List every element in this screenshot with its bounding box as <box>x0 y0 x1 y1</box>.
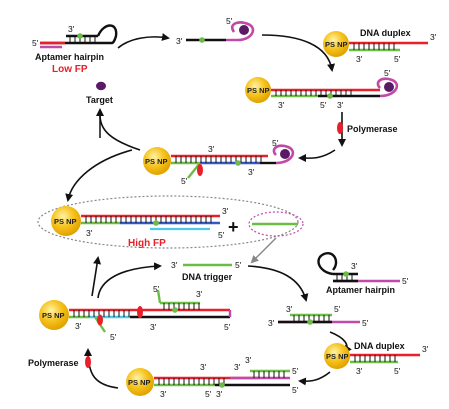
label-5prime: 5' <box>224 322 231 332</box>
label-5prime: 5' <box>384 68 391 78</box>
ps-np-label: PS NP <box>128 378 151 387</box>
polymerase-bottom-label: Polymerase <box>28 358 79 368</box>
label-3prime: 3' <box>208 144 215 154</box>
label-5prime: 5' <box>226 16 233 26</box>
label-5prime: 5' <box>292 366 299 376</box>
arrow-polymerase-bottom <box>84 348 119 389</box>
label-3prime: 3' <box>422 344 429 354</box>
label-3prime: 3' <box>430 32 437 42</box>
ps-np-label: PS NP <box>42 311 65 320</box>
label-5prime: 5' <box>394 54 401 64</box>
label-5prime: 5' <box>181 176 188 186</box>
aptamer-hairpin-top-label: Aptamer hairpin <box>35 52 104 62</box>
label-5prime: 5' <box>32 38 39 48</box>
label-3prime: 3' <box>176 36 183 46</box>
arrow-trigger-to-hairpin <box>247 265 309 302</box>
polymerase-top-label: Polymerase <box>347 124 398 134</box>
label-3prime: 3' <box>234 362 241 372</box>
label-3prime: 3' <box>245 355 252 365</box>
label-3prime: 3' <box>171 260 178 270</box>
ps-np-label: PS NP <box>326 352 349 361</box>
low-fp-label: Low FP <box>52 64 88 75</box>
target-molecule <box>96 81 106 91</box>
aptamer-hairpin-bottom-label: Aptamer hairpin <box>326 285 395 295</box>
label-5prime: 5' <box>235 260 242 270</box>
label-5prime: 5' <box>334 304 341 314</box>
arrow-to-high-fp-bottom <box>91 256 102 297</box>
label-3prime: 3' <box>268 318 275 328</box>
extension-complex <box>143 144 295 179</box>
label-5prime: 5' <box>320 100 327 110</box>
arrow-hairpin-to-open <box>117 33 170 49</box>
label-3prime: 3' <box>248 167 255 177</box>
arrow-cycle-left <box>99 114 141 151</box>
bottom-extension-complex <box>39 289 232 333</box>
ps-np-label: PS NP <box>145 157 168 166</box>
label-3prime: 3' <box>200 362 207 372</box>
label-5prime: 5' <box>272 138 279 148</box>
arrow-to-high-fp <box>65 149 133 202</box>
trigger-opened-hairpin <box>278 313 360 325</box>
label-5prime: 5' <box>394 366 401 376</box>
high-fp-complex <box>51 206 220 236</box>
released-trigger-highlight <box>248 211 304 237</box>
polymerase-bottom-icon <box>85 356 91 368</box>
opened-hairpin-with-target <box>186 21 255 43</box>
label-3prime: 3' <box>216 389 223 399</box>
target-label: Target <box>86 95 113 105</box>
label-3prime: 3' <box>222 206 229 216</box>
arrow-to-extension <box>298 149 336 163</box>
bottom-hybrid-complex <box>126 368 290 396</box>
ps-np-label: PS NP <box>54 217 77 226</box>
dna-duplex-bottom-label: DNA duplex <box>354 341 405 351</box>
label-3prime: 3' <box>75 321 82 331</box>
label-3prime: 3' <box>337 100 344 110</box>
label-5prime: 5' <box>292 385 299 395</box>
aptamer-hairpin-bottom <box>317 252 400 283</box>
high-fp-highlight <box>37 195 299 249</box>
arrow-to-trigger <box>97 262 162 299</box>
label-3prime: 3' <box>356 366 363 376</box>
arrow-open-to-duplex <box>261 34 335 72</box>
polymerase-top-icon <box>337 122 343 134</box>
dna-duplex-top-label: DNA duplex <box>360 28 411 38</box>
label-5prime: 5' <box>362 318 369 328</box>
ps-np-label: PS NP <box>247 86 270 95</box>
duplex-with-target-hairpin <box>245 77 399 103</box>
aptamer-hairpin-top <box>40 24 118 49</box>
arrow-trigger-release <box>250 237 277 264</box>
label-5prime: 5' <box>110 332 117 342</box>
label-3prime: 3' <box>278 100 285 110</box>
label-3prime: 3' <box>286 304 293 314</box>
plus-sign: + <box>228 217 239 237</box>
dna-duplex-top <box>323 31 428 57</box>
label-5prime: 5' <box>205 389 212 399</box>
label-3prime: 3' <box>150 322 157 332</box>
high-fp-label: High FP <box>128 238 166 249</box>
arrow-to-bottom-complex <box>298 371 331 386</box>
label-5prime: 5' <box>402 276 409 286</box>
label-3prime: 3' <box>86 228 93 238</box>
label-3prime: 3' <box>68 24 75 34</box>
label-5prime: 5' <box>218 230 225 240</box>
dna-trigger-label: DNA trigger <box>182 272 233 282</box>
ps-np-label: PS NP <box>325 40 348 49</box>
label-3prime: 3' <box>160 389 167 399</box>
label-3prime: 3' <box>196 289 203 299</box>
label-3prime: 3' <box>351 261 358 271</box>
label-3prime: 3' <box>356 54 363 64</box>
dna-duplex-bottom <box>324 343 420 369</box>
label-5prime: 5' <box>153 284 160 294</box>
